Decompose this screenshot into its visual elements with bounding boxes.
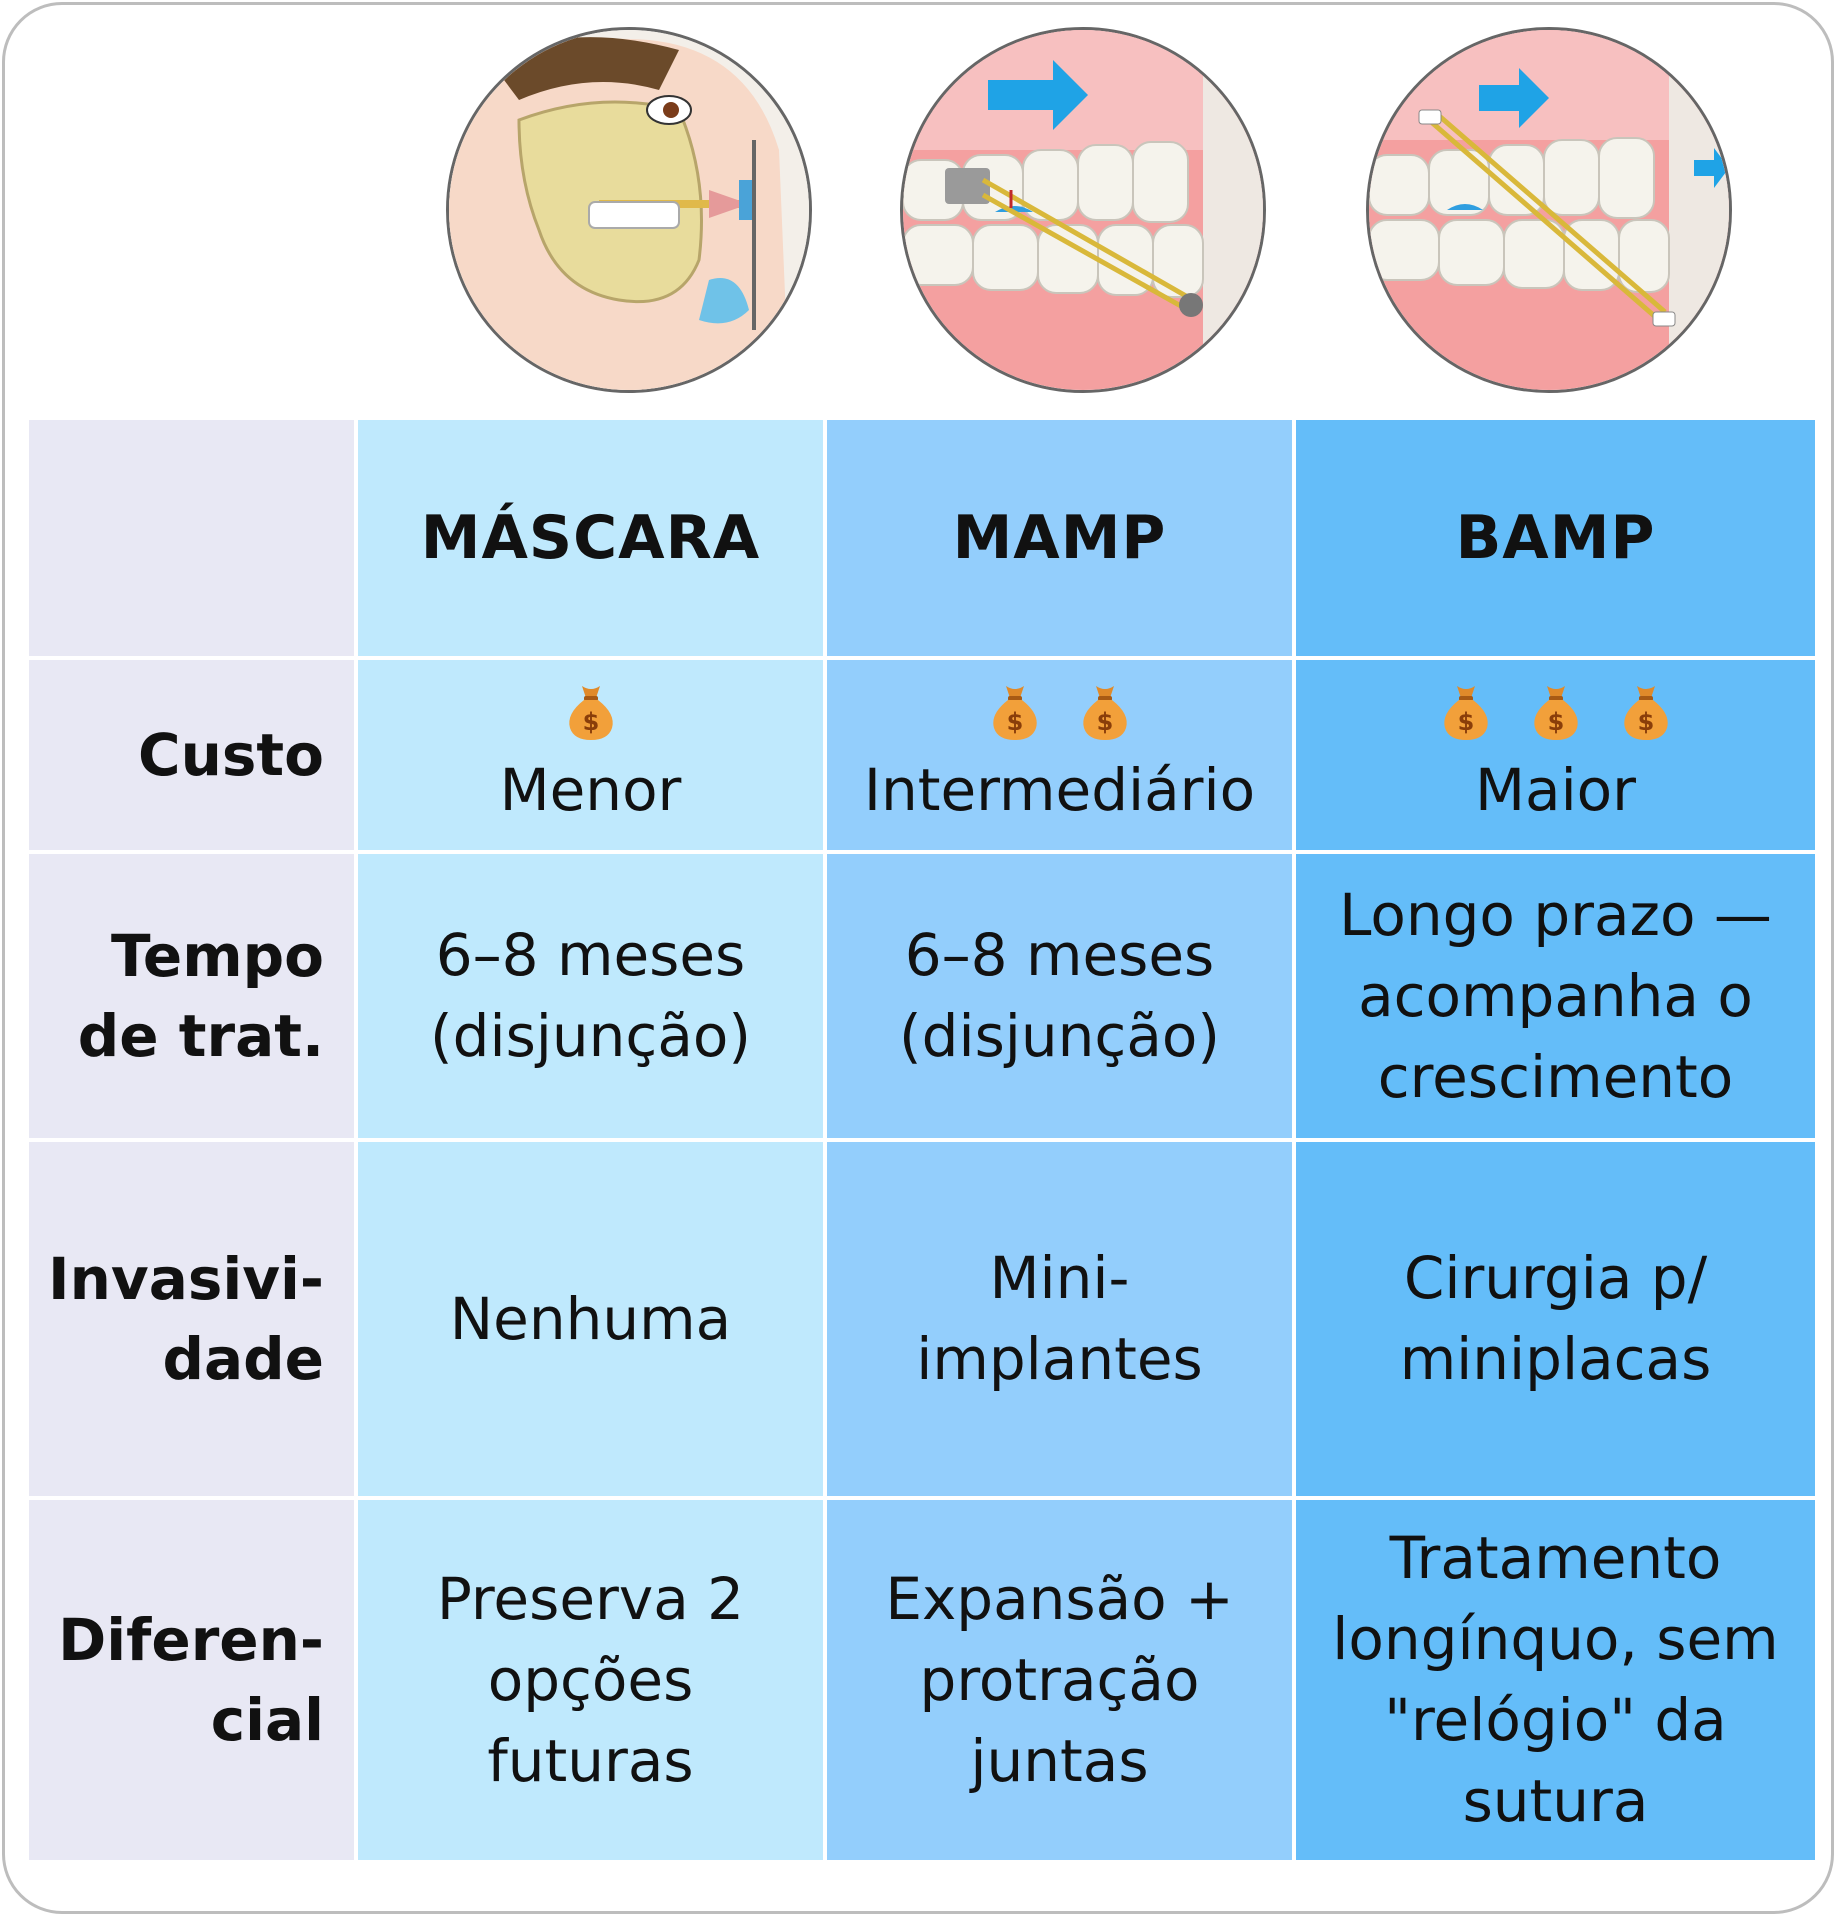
cell-line: acompanha o	[1358, 961, 1753, 1030]
invasividade-mamp-cell: Mini- implantes	[827, 1142, 1292, 1496]
diferencial-mamp-cell: Expansão + protração juntas	[827, 1500, 1292, 1860]
cell-line: Nenhuma	[449, 1284, 732, 1353]
cell-line: Mini-	[989, 1244, 1130, 1312]
mascara-face-illustration	[446, 27, 812, 393]
cell-line: implantes	[916, 1325, 1203, 1393]
tempo-mamp-cell: 6–8 meses (disjunção)	[827, 854, 1292, 1138]
cell-line: miniplacas	[1399, 1325, 1712, 1393]
money-bag-icon: $	[1533, 685, 1578, 740]
column-header-mascara: MÁSCARA	[358, 420, 823, 656]
money-bag-icon: $	[568, 685, 613, 740]
cell-line: crescimento	[1377, 1042, 1734, 1111]
comparison-table: MÁSCARA MAMP BAMP Custo $ Menor $$ Inter…	[29, 420, 1815, 1860]
row-label-line: dade	[162, 1325, 324, 1393]
bamp-teeth-illustration	[1366, 27, 1732, 393]
row-label-line: Tempo	[111, 922, 324, 990]
row-header-tempo: Tempo de trat.	[29, 854, 354, 1138]
face-mask-appliance-icon	[449, 30, 809, 390]
svg-text:$: $	[582, 708, 599, 736]
tempo-bamp-cell: Longo prazo — acompanha o crescimento	[1296, 854, 1815, 1138]
cost-bags: $$	[984, 680, 1136, 742]
svg-text:$: $	[1637, 708, 1654, 736]
row-label-line: Invasivi-	[48, 1245, 324, 1313]
svg-text:$: $	[1096, 708, 1113, 736]
cell-line: Cirurgia p/	[1403, 1244, 1708, 1312]
svg-text:$: $	[1006, 708, 1023, 736]
cell-line: (disjunção)	[899, 1002, 1220, 1070]
row-header-diferencial: Diferen- cial	[29, 1500, 354, 1860]
column-header-bamp: BAMP	[1296, 420, 1815, 656]
row-label-line: Diferen-	[58, 1606, 324, 1674]
row-label-line: cial	[210, 1686, 324, 1754]
custo-bamp-cell: $ $ $ Maior	[1296, 660, 1815, 850]
cell-line: protração	[919, 1645, 1200, 1714]
money-bag-icon: $	[1082, 685, 1127, 740]
invasividade-mascara-cell: Nenhuma	[358, 1142, 823, 1496]
row-header-custo: Custo	[29, 660, 354, 850]
cell-line: "relógio" da	[1384, 1686, 1727, 1754]
tempo-mascara-cell: 6–8 meses (disjunção)	[358, 854, 823, 1138]
corner-cell	[29, 420, 354, 656]
cell-line: sutura	[1462, 1767, 1649, 1835]
cost-bags: $ $ $	[1435, 680, 1677, 742]
row-label: Custo	[138, 721, 324, 789]
cost-label: Maior	[1474, 755, 1637, 824]
mamp-teeth-illustration	[900, 27, 1266, 393]
cell-line: Expansão +	[885, 1564, 1234, 1633]
money-bag-icon: $	[992, 685, 1037, 740]
teeth-miniplate-icon	[1369, 30, 1729, 390]
svg-text:$: $	[1457, 708, 1474, 736]
cost-bags: $	[560, 680, 622, 742]
cell-line: 6–8 meses	[904, 921, 1215, 989]
cell-line: (disjunção)	[430, 1002, 751, 1070]
svg-text:$: $	[1547, 708, 1564, 736]
column-header-mamp: MAMP	[827, 420, 1292, 656]
cell-line: longínquo, sem	[1332, 1605, 1779, 1673]
cell-line: futuras	[487, 1726, 694, 1795]
teeth-miniimplant-icon	[903, 30, 1263, 390]
cell-line: Preserva 2	[436, 1564, 745, 1633]
money-bag-icon: $	[1443, 685, 1488, 740]
diferencial-mascara-cell: Preserva 2 opções futuras	[358, 1500, 823, 1860]
money-bag-icon: $	[1623, 685, 1668, 740]
cost-label: Menor	[499, 755, 682, 824]
cell-line: 6–8 meses	[435, 921, 746, 989]
custo-mascara-cell: $ Menor	[358, 660, 823, 850]
cell-line: opções	[487, 1645, 694, 1714]
diferencial-bamp-cell: Tratamento longínquo, sem "relógio" da s…	[1296, 1500, 1815, 1860]
cell-line: Tratamento	[1389, 1524, 1722, 1592]
cell-line: juntas	[970, 1726, 1149, 1795]
cost-label: Intermediário	[863, 755, 1256, 824]
invasividade-bamp-cell: Cirurgia p/ miniplacas	[1296, 1142, 1815, 1496]
custo-mamp-cell: $$ Intermediário	[827, 660, 1292, 850]
cell-line: Longo prazo —	[1339, 880, 1772, 949]
row-header-invasividade: Invasivi- dade	[29, 1142, 354, 1496]
row-label-line: de trat.	[77, 1002, 324, 1070]
